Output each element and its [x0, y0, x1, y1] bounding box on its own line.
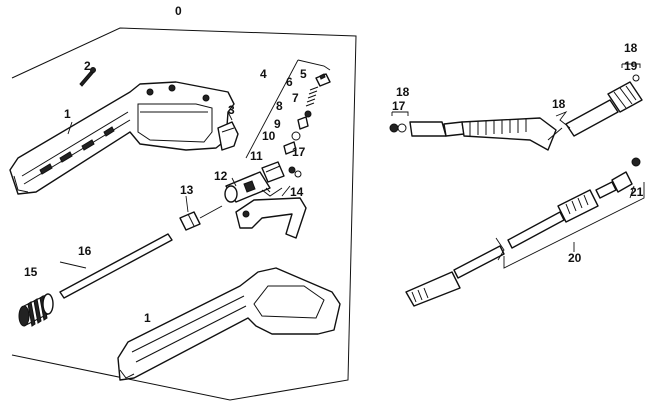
nut: [179, 211, 201, 231]
callout-1: 1: [64, 107, 71, 121]
callout-19: 19: [624, 59, 638, 73]
callout-15: 15: [24, 265, 38, 279]
clip: [217, 121, 239, 151]
lance: [405, 157, 641, 307]
screw: [79, 67, 96, 87]
callout-5: 5: [300, 67, 307, 81]
callout-bracket: [245, 59, 299, 159]
callout-2: 2: [84, 59, 91, 73]
spring: [18, 293, 54, 327]
callout-bracket: [297, 59, 331, 71]
callout-18: 18: [552, 97, 566, 111]
coupling: [224, 171, 271, 203]
callout-10: 10: [262, 129, 276, 143]
callout-1: 1: [144, 311, 151, 325]
assembly-frame: [11, 27, 357, 401]
valve-cap: [315, 73, 331, 87]
callout-8: 8: [276, 99, 283, 113]
o-ring: [291, 131, 301, 141]
callout-9: 9: [274, 117, 281, 131]
seal-pair: [288, 166, 302, 178]
callout-12: 12: [214, 169, 228, 183]
callout-21: 21: [630, 185, 644, 199]
valve-stem: [283, 141, 297, 155]
callout-18: 18: [624, 41, 638, 55]
gun-housing-upper: [9, 81, 235, 195]
callout-4: 4: [260, 67, 267, 81]
callout-0: 0: [175, 4, 182, 18]
callout-18: 18: [396, 85, 410, 99]
valve-spring: [305, 86, 319, 107]
callout-17: 17: [392, 99, 406, 113]
valve-ball: [304, 110, 312, 118]
valve-seat: [297, 116, 309, 130]
callout-labels: 0 1 1 2 3 4 5 6 7 8 9 10 11 12 13 14 15 …: [24, 4, 644, 325]
callout-11: 11: [250, 149, 263, 163]
callout-leaders: [59, 63, 645, 269]
valve-body: [261, 161, 285, 183]
callout-7: 7: [292, 91, 299, 105]
rod: [59, 205, 223, 299]
callout-3: 3: [228, 103, 235, 117]
callout-17: 17: [292, 145, 306, 159]
callout-16: 16: [78, 244, 92, 258]
callout-20: 20: [568, 251, 582, 265]
wand-upper: [565, 74, 643, 137]
callout-14: 14: [290, 185, 304, 199]
hose-assembly: [389, 117, 563, 151]
callout-6: 6: [286, 75, 293, 89]
callout-13: 13: [180, 183, 194, 197]
gun-housing-lower: [117, 267, 341, 381]
trigger: [235, 187, 307, 239]
